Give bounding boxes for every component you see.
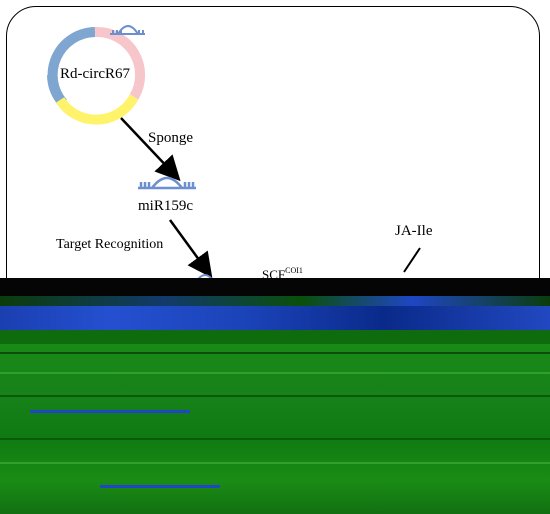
glitch-stripe-7 [100,485,220,488]
ring-segment-yellow [55,94,139,125]
glitch-stripe-5 [0,438,550,440]
hormone-label: JA-Ile [395,223,433,239]
complex-superscript: COI1 [285,266,303,275]
sponge-label: Sponge [148,130,193,146]
target-recognition-label: Target Recognition [56,237,164,252]
mirna-label: miR159c [138,198,193,214]
glitch-stripe-1 [0,352,550,354]
glitch-stripe-6 [0,462,550,464]
glitch-stripe-4 [30,410,190,413]
ring-segment-pink [94,26,146,100]
glitch-band-green [0,344,550,514]
sponge-arrow [120,117,181,182]
glitch-band-dark-green [0,330,550,344]
hormone-pointer [403,247,421,273]
target-arrow [168,219,213,279]
glitch-band-mixed [0,296,550,306]
glitch-stripe-3 [0,395,550,397]
bound-mirna-icon [110,25,145,35]
glitch-band-blue [0,306,550,330]
glitch-stripe-2 [0,372,550,374]
circrna-ring [47,26,146,125]
mirna-icon [138,176,196,190]
glitch-band-black [0,278,550,296]
circrna-label: Rd-circR67 [60,66,130,82]
